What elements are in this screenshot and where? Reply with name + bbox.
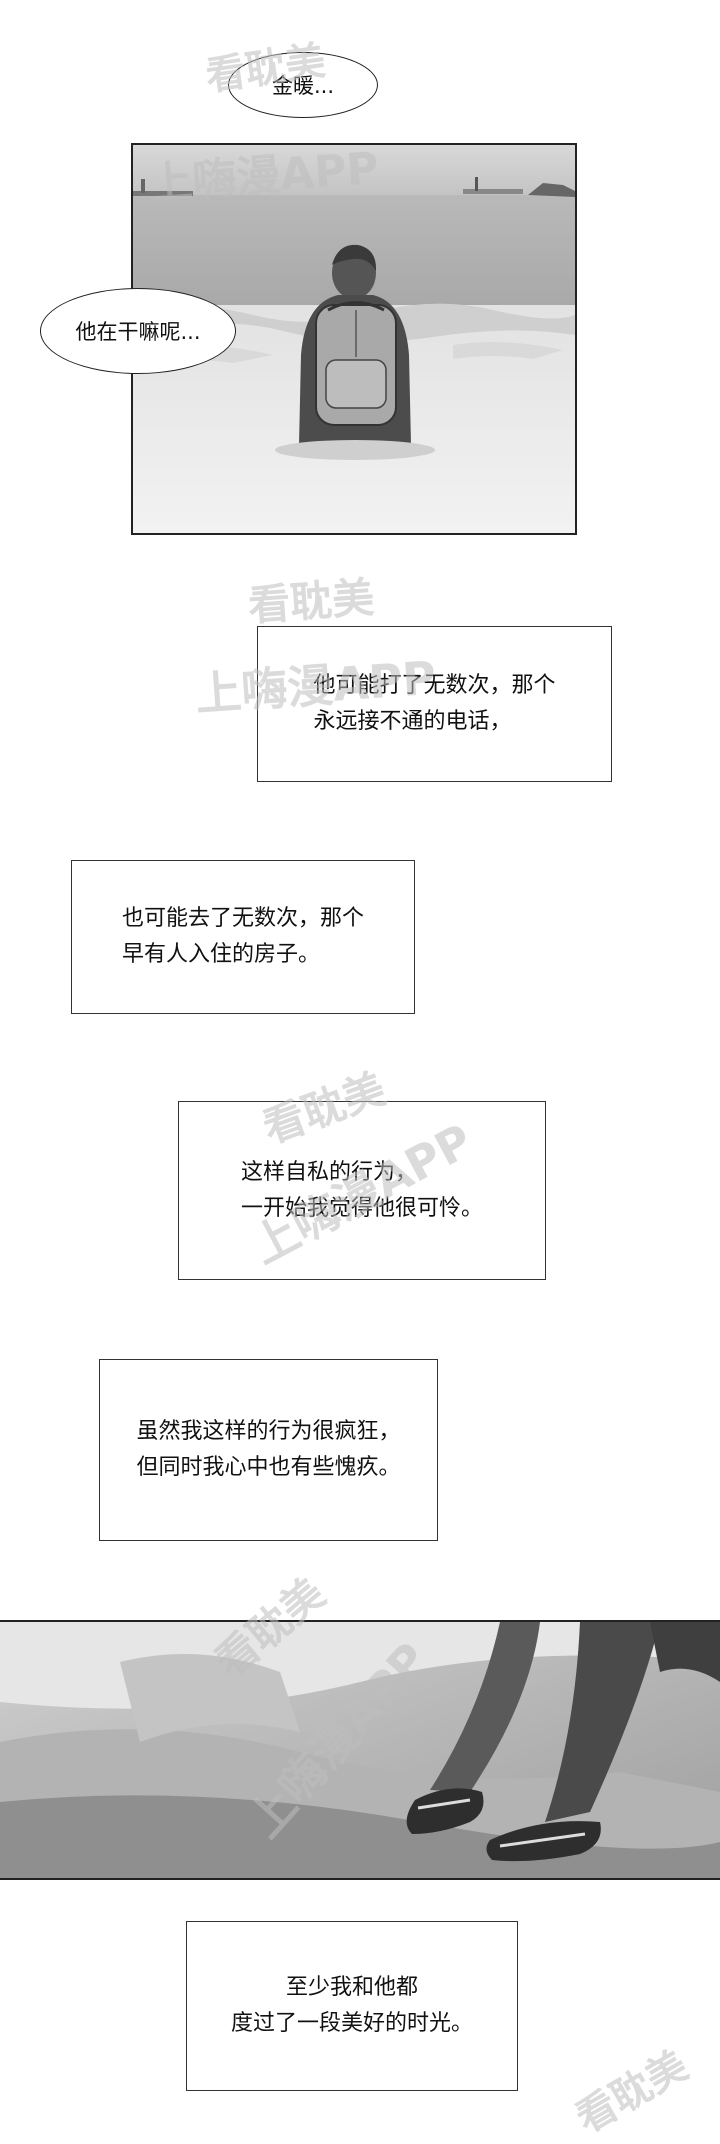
panel-beach-figure <box>131 143 577 535</box>
speech-bubble-middle: 他在干嘛呢... <box>40 288 236 374</box>
panel-walking-legs <box>0 1620 720 1880</box>
speech-bubble-text: 金暖... <box>271 74 335 98</box>
narration-box-3: 这样自私的行为， 一开始我觉得他很可怜。 <box>178 1101 546 1280</box>
narration-box-5: 至少我和他都 度过了一段美好的时光。 <box>186 1921 518 2091</box>
narration-text: 他可能打了无数次，那个 永远接不通的电话， <box>313 673 556 734</box>
watermark-text: 看耽美 <box>568 2042 696 2143</box>
narration-text: 这样自私的行为， 一开始我觉得他很可怜。 <box>240 1159 483 1221</box>
narration-box-2: 也可能去了无数次，那个 早有人入住的房子。 <box>71 860 415 1014</box>
narration-text: 虽然我这样的行为很疯狂， 但同时我心中也有些愧疚。 <box>136 1419 401 1480</box>
speech-bubble-top: 金暖... <box>228 52 378 118</box>
narration-text: 也可能去了无数次，那个 早有人入住的房子。 <box>121 906 364 967</box>
narration-text: 至少我和他都 度过了一段美好的时光。 <box>230 1975 473 2036</box>
speech-bubble-text: 他在干嘛呢... <box>75 320 201 344</box>
narration-box-4: 虽然我这样的行为很疯狂， 但同时我心中也有些愧疚。 <box>99 1359 438 1541</box>
beach-scene-illustration <box>133 145 575 533</box>
narration-box-1: 他可能打了无数次，那个 永远接不通的电话， <box>257 626 612 782</box>
walking-scene-illustration <box>0 1622 720 1878</box>
watermark-text: 看耽美 <box>246 572 376 631</box>
